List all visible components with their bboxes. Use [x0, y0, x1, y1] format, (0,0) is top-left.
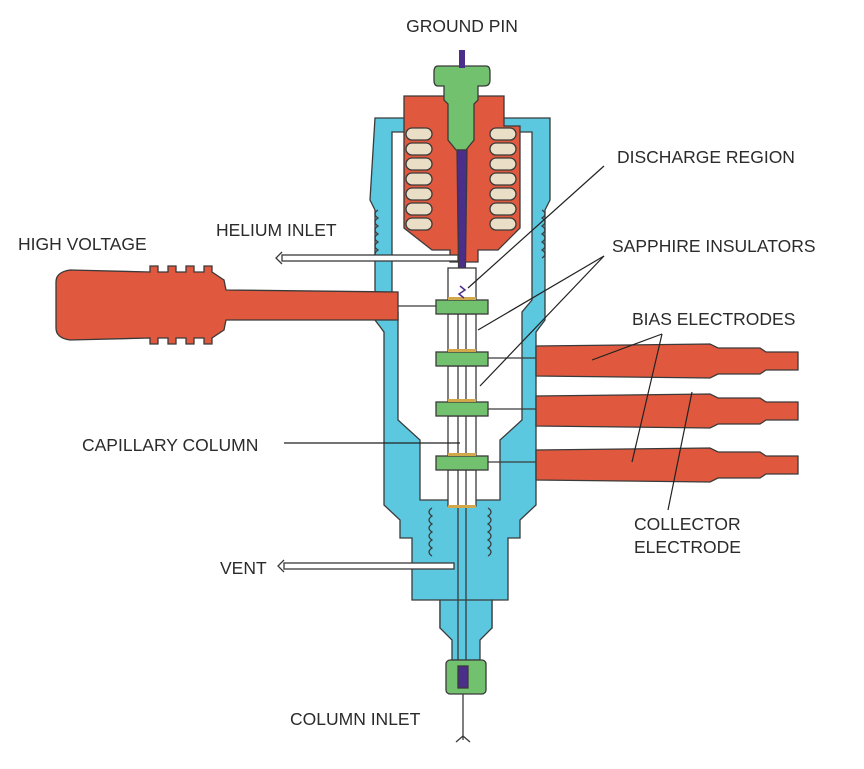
- helium-inlet-tube: [275, 251, 459, 265]
- high-voltage-electrode: [55, 265, 440, 345]
- ground-pin-assembly: [403, 50, 521, 306]
- collector-electrode: [488, 447, 799, 483]
- coil-right: [489, 127, 517, 231]
- label-high-voltage: HIGH VOLTAGE: [18, 234, 147, 254]
- bias-electrode-2: [488, 393, 799, 429]
- coil-left: [405, 127, 433, 231]
- bias-electrode-1: [488, 343, 799, 379]
- label-ground-pin: GROUND PIN: [406, 16, 518, 36]
- labels: GROUND PIN DISCHARGE REGION HELIUM INLET…: [18, 16, 816, 729]
- label-capillary-column: CAPILLARY COLUMN: [82, 435, 258, 455]
- column-inlet-fitting: [445, 659, 487, 743]
- label-bias-electrodes: BIAS ELECTRODES: [632, 309, 795, 329]
- label-collector-electrode-line2: ELECTRODE: [634, 537, 741, 557]
- vent-tube: [277, 559, 455, 573]
- label-column-inlet: COLUMN INLET: [290, 709, 421, 729]
- label-helium-inlet: HELIUM INLET: [216, 220, 337, 240]
- ground-pin: [459, 50, 465, 68]
- label-vent: VENT: [220, 558, 267, 578]
- leader-lines: [284, 165, 693, 511]
- label-collector-electrode-line1: COLLECTOR: [634, 514, 741, 534]
- label-discharge-region: DISCHARGE REGION: [617, 147, 795, 167]
- label-sapphire-insulators: SAPPHIRE INSULATORS: [612, 236, 816, 256]
